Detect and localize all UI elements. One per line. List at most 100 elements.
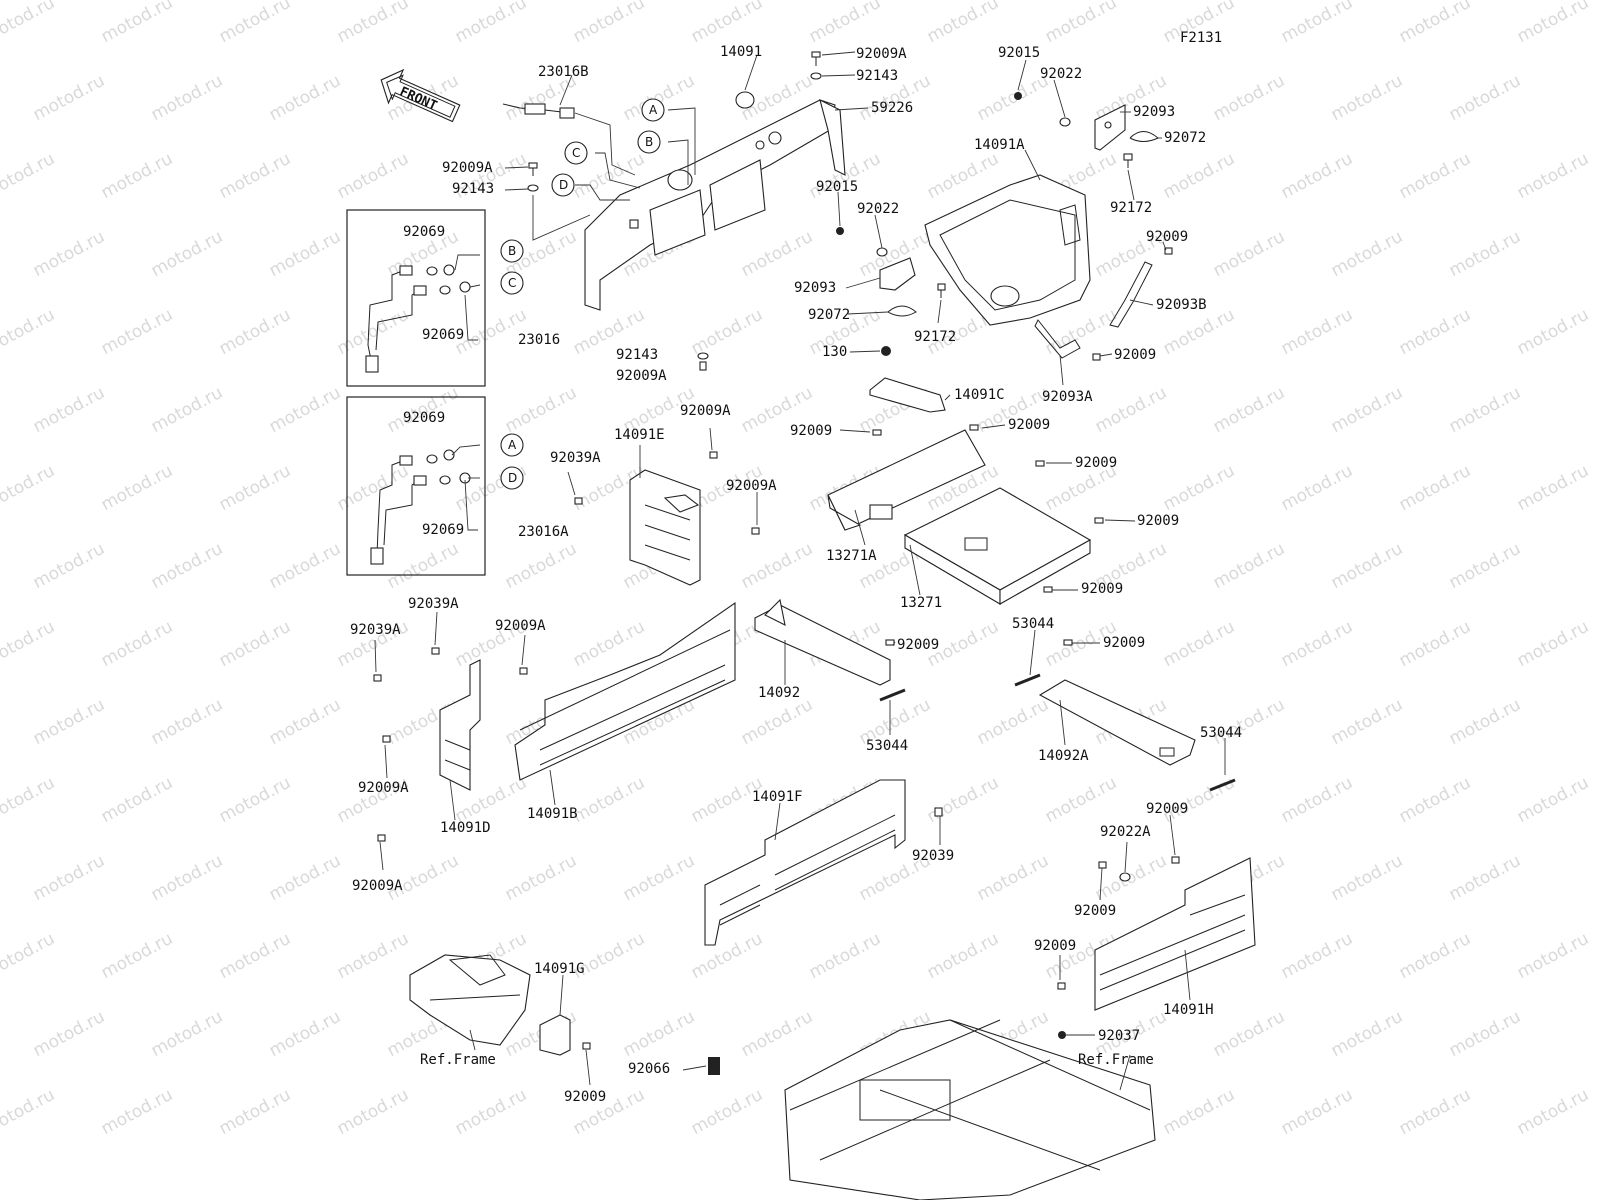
harness-23016: [365, 264, 471, 373]
callout: 14092A: [1038, 748, 1089, 764]
nut-92015-top: [1014, 92, 1022, 100]
part-callouts: 14091 92009A 92143 59226 23016B 92009A 9…: [350, 44, 1242, 1105]
callout: 92009: [1146, 229, 1188, 245]
ref-circle-B-inset: B: [500, 239, 524, 263]
callout: 130: [822, 344, 847, 360]
clamp-92072-top: [1129, 131, 1159, 142]
callout: 13271: [900, 595, 942, 611]
ref-circle-D-main: D: [551, 173, 575, 197]
bracket-14091G: [539, 1014, 571, 1056]
callout: 14091: [720, 44, 762, 60]
bolt-92009A-top: [810, 51, 822, 80]
clamp-92072-middle: [887, 305, 917, 317]
callout: 14091E: [614, 427, 665, 443]
rail-14092: [754, 598, 891, 686]
callout: 53044: [866, 738, 908, 754]
callout: 92093A: [1042, 389, 1093, 405]
callout: 92009: [790, 423, 832, 439]
callout: 92069: [403, 224, 445, 240]
side-panel-14091F: [704, 779, 906, 946]
side-panel-14091D: [439, 659, 481, 791]
washer-92022-top: [1059, 117, 1071, 127]
callout: 92066: [628, 1061, 670, 1077]
callout: 92009A: [616, 368, 667, 384]
bolt-92009A-b2: [382, 735, 391, 743]
rail-14092A: [1038, 679, 1196, 766]
bracket-92093-top: [1094, 104, 1126, 151]
side-panel-14091E: [629, 469, 701, 586]
frame-front-section: [409, 954, 531, 1046]
svg-text:A: A: [649, 103, 658, 117]
callout: 92039: [912, 848, 954, 864]
callout: 92009: [1008, 417, 1050, 433]
bolt-92009A-e1: [709, 451, 718, 459]
bolt-92009-h2: [1098, 861, 1107, 869]
seal-53044-c: [1209, 778, 1236, 792]
callout: 92039A: [550, 450, 601, 466]
stay-92093A: [1034, 319, 1081, 359]
front-direction-arrow-icon: FRONT: [380, 68, 461, 123]
ref-circle-C-main: C: [564, 141, 588, 165]
tray-14091A: [924, 174, 1091, 326]
bolt-92039-f: [934, 807, 943, 817]
nut-130: [881, 346, 891, 356]
floor-panel-13271: [903, 487, 1092, 605]
bolt-92009-floor-3: [1035, 460, 1045, 467]
inset-box-23016A: [346, 396, 486, 576]
callout: 14091H: [1163, 1002, 1214, 1018]
callout: 92009: [1114, 347, 1156, 363]
bolt-92009-h3: [1057, 982, 1066, 990]
dashboard-panel-59226: [584, 98, 846, 311]
callout: 14091A: [974, 137, 1025, 153]
figure-code: F2131: [1180, 30, 1222, 46]
callout: 23016A: [518, 524, 569, 540]
callout: 14092: [758, 685, 800, 701]
callout: 92143: [452, 181, 494, 197]
callout: 92015: [816, 179, 858, 195]
callout: 53044: [1012, 616, 1054, 632]
callout: 92009: [1103, 635, 1145, 651]
callout: 92009: [1075, 455, 1117, 471]
callout: 92069: [403, 410, 445, 426]
bolt-92009-rail: [885, 639, 895, 646]
washer-92022A: [1119, 872, 1131, 882]
bolt-92009A-bottom: [697, 352, 709, 371]
nut-92015-middle: [836, 227, 844, 235]
callout: 92093: [794, 280, 836, 296]
grommet-14091: [735, 91, 755, 109]
ref-frame-label-right: Ref.Frame: [1078, 1052, 1154, 1068]
callout: 14091G: [534, 961, 585, 977]
callout: 14091C: [954, 387, 1005, 403]
ref-circle-A-inset: A: [500, 433, 524, 457]
callout: 92072: [1164, 130, 1206, 146]
callout: 92022: [857, 201, 899, 217]
seal-53044-b: [1014, 673, 1041, 687]
callout: 14091F: [752, 789, 803, 805]
callout: 92039A: [408, 596, 459, 612]
washer-92022-middle: [876, 247, 888, 257]
callout: 92069: [422, 327, 464, 343]
bolt-92009A-left: [527, 162, 539, 192]
svg-text:C: C: [572, 146, 580, 160]
ref-circles: A B C D B C A D: [500, 98, 665, 490]
callout: 92093B: [1156, 297, 1207, 313]
harness-23016B: [502, 103, 575, 119]
bolt-92039A-e: [574, 497, 583, 505]
callout: 23016B: [538, 64, 589, 80]
pad-92066: [708, 1057, 720, 1075]
bolt-92172-middle: [937, 283, 946, 298]
svg-text:C: C: [508, 276, 516, 290]
callout: 92022A: [1100, 824, 1151, 840]
inset-box-23016: [346, 209, 486, 387]
callout: 92009: [897, 637, 939, 653]
bolt-92009-g: [582, 1042, 591, 1050]
callout: 92022: [1040, 66, 1082, 82]
callout: 92009: [1146, 801, 1188, 817]
ref-circle-D-inset: D: [500, 466, 524, 490]
seal-53044-a: [879, 688, 906, 702]
callout: 92009A: [358, 780, 409, 796]
callout: 92009: [1034, 938, 1076, 954]
callout: 92009A: [352, 878, 403, 894]
svg-text:B: B: [508, 244, 516, 258]
